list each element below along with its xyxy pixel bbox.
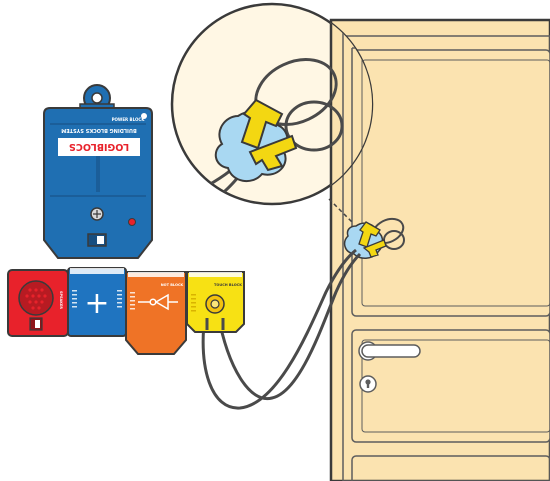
door-lower-panel — [351, 455, 550, 481]
screw-icon — [90, 207, 104, 221]
door-sensor — [343, 217, 405, 259]
sensor-wires — [201, 248, 362, 410]
speaker-block: SPEAKER — [7, 269, 69, 337]
not-gate-icon — [138, 293, 178, 311]
info-dot-icon — [141, 113, 147, 119]
logiblocs-tagline: BUILDING BLOCKS SYSTEM — [61, 127, 137, 133]
not-block: NOT BLOCK — [125, 271, 187, 355]
logiblocs-logo: LOGIBLOCS — [69, 141, 129, 152]
door-middle-panel — [351, 329, 550, 443]
speaker-grille-icon — [18, 280, 54, 316]
plus-symbol-icon: + — [84, 286, 109, 321]
door-handle — [358, 341, 421, 361]
power-block: POWER BLOCK LOGIBLOCS BUILDING BLOCKS SY… — [43, 84, 153, 259]
door — [329, 18, 550, 481]
sensor-socket-icon — [205, 294, 225, 314]
power-block-label: POWER BLOCK — [112, 117, 146, 122]
door-upper-panel — [351, 49, 550, 317]
and-block: + — [67, 267, 127, 337]
speaker-label: SPEAKER — [59, 291, 63, 309]
logo-plate — [58, 138, 140, 156]
not-block-label: NOT BLOCK — [161, 283, 184, 287]
touch-block: TOUCH BLOCK — [186, 271, 245, 333]
zoom-leader-line — [328, 198, 354, 224]
keyhole-icon — [359, 375, 377, 393]
led-indicator — [128, 218, 136, 226]
yellow-clip-icon — [248, 134, 298, 172]
touch-block-label: TOUCH BLOCK — [214, 283, 242, 287]
